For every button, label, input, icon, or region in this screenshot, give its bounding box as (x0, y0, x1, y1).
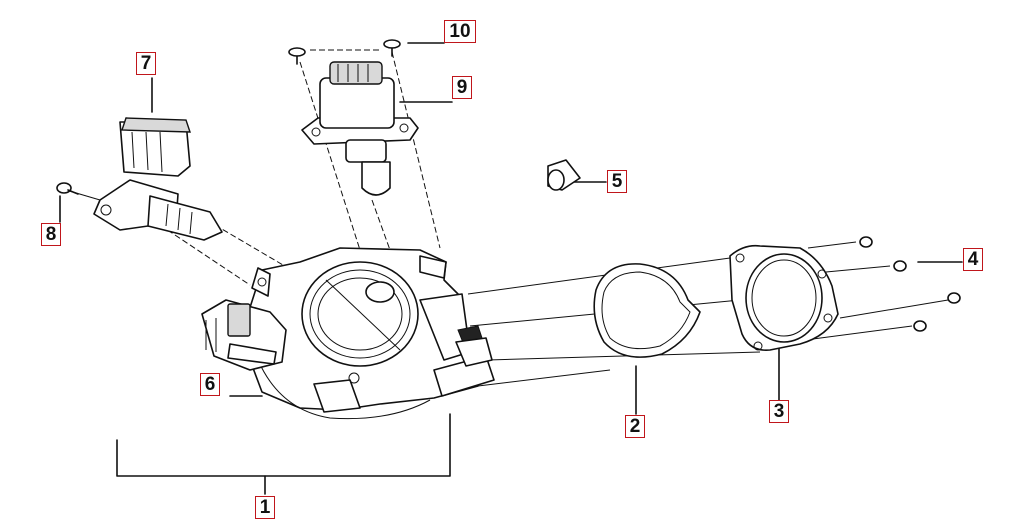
callout-part-8: 8 (41, 223, 61, 246)
connector-part-6 (201, 299, 287, 371)
callout-part-4: 4 (963, 248, 983, 271)
flange-plate-part-3 (729, 244, 839, 351)
callout-part-5: 5 (607, 170, 627, 193)
screw-part-10 (288, 39, 401, 65)
callout-part-1: 1 (255, 496, 275, 519)
callout-part-3: 3 (769, 400, 789, 423)
throttle-body-part-1 (245, 247, 495, 420)
callout-part-10: 10 (444, 20, 476, 43)
idle-control-motor-part-9 (301, 61, 419, 196)
assembly-bracket (116, 413, 451, 495)
screw-part-8 (56, 182, 79, 195)
callout-part-9: 9 (452, 76, 472, 99)
cap-part-5 (547, 159, 581, 191)
callout-part-2: 2 (625, 415, 645, 438)
gasket-part-2 (593, 263, 701, 358)
callout-part-6: 6 (200, 373, 220, 396)
sensor-part-7 (93, 117, 223, 241)
leader-lines (59, 42, 963, 415)
bolts-part-4 (859, 236, 961, 332)
callout-part-7: 7 (136, 52, 156, 75)
